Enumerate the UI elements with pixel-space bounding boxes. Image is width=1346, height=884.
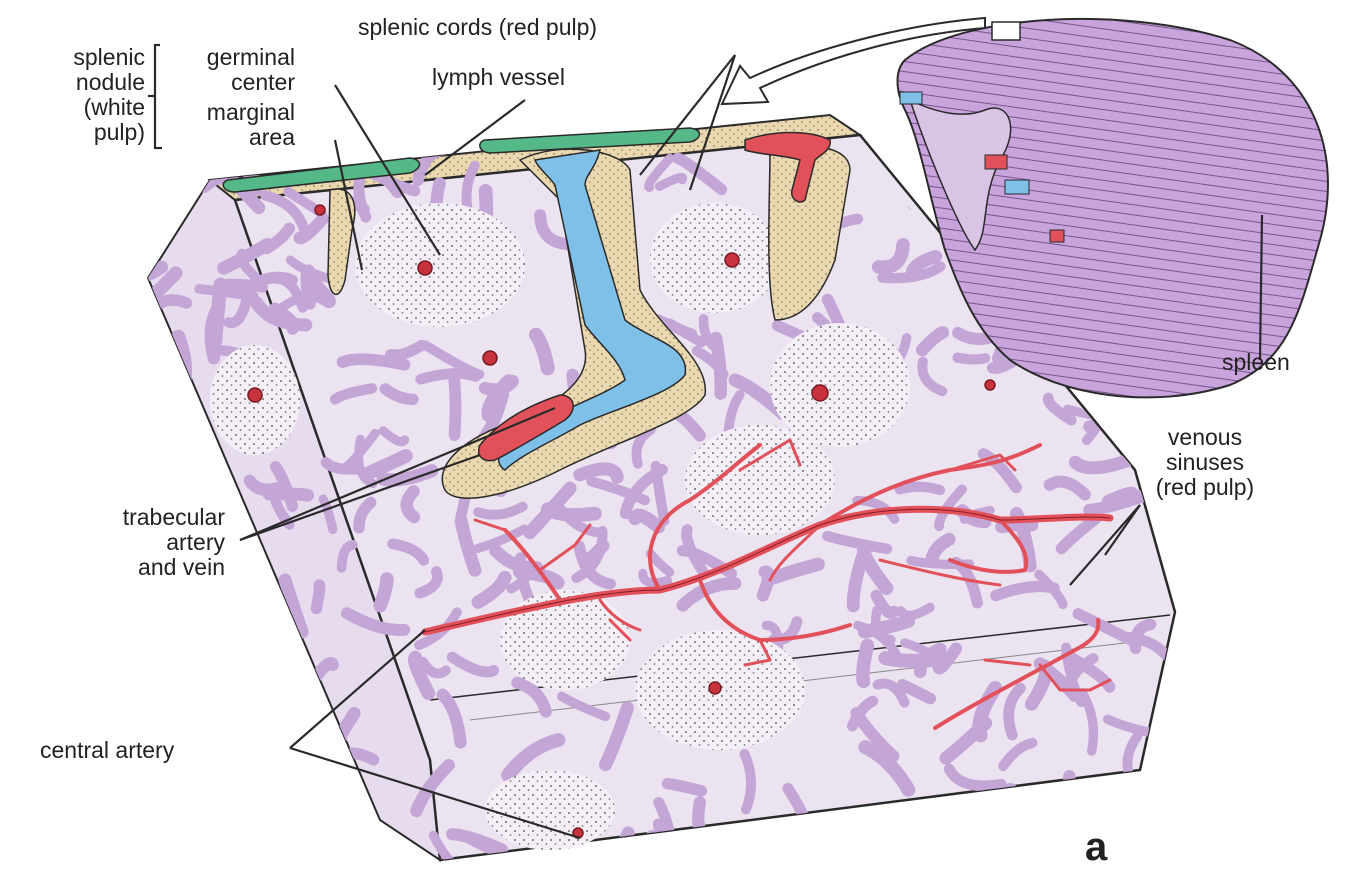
cord-segment <box>215 850 235 879</box>
cord-segment <box>786 864 801 879</box>
cord-segment <box>269 707 317 729</box>
cord-segment <box>916 168 924 206</box>
cord-segment <box>668 784 702 791</box>
cord-segment <box>234 808 284 816</box>
cord-segment <box>655 859 687 879</box>
cord-segment <box>323 151 339 168</box>
cord-segment <box>658 824 663 870</box>
cord-segment <box>380 579 387 606</box>
cord-segment <box>220 150 241 178</box>
cord-segment <box>554 869 563 879</box>
cord-segment <box>957 358 985 360</box>
cord-segment <box>1121 780 1150 788</box>
trabecular-artery-vein-label: trabecular artery and vein <box>0 505 225 580</box>
marginal-area-label: marginal area <box>160 100 295 150</box>
cord-segment <box>1075 460 1130 468</box>
cord-segment <box>191 846 244 858</box>
cord-segment <box>1098 783 1135 814</box>
cord-segment <box>183 584 238 592</box>
central-artery-label: central artery <box>40 738 174 763</box>
cord-segment <box>548 509 595 515</box>
cord-segment <box>951 841 961 879</box>
cord-segment <box>932 825 962 838</box>
cord-segment <box>1108 493 1132 501</box>
cord-segment <box>234 704 280 721</box>
cord-segment <box>906 809 956 816</box>
cord-segment <box>316 585 319 608</box>
cord-segment <box>454 381 455 435</box>
cord-segment <box>970 790 1010 826</box>
cord-segment <box>763 572 769 595</box>
cord-segment <box>863 645 868 681</box>
cord-segment <box>641 868 669 879</box>
cord-segment <box>882 859 915 879</box>
panel-letter: a <box>1085 825 1107 870</box>
cord-segment <box>186 447 208 491</box>
cord-segment <box>188 786 220 824</box>
cord-segment <box>650 837 664 879</box>
cord-segment <box>811 865 844 872</box>
cord-segment <box>340 753 373 759</box>
cord-segment <box>194 491 234 493</box>
cord-segment <box>900 487 940 490</box>
cord-segment <box>1128 793 1155 809</box>
splenic-nodule-label: splenic nodule (white pulp) <box>10 45 145 145</box>
lymph-vessel-label: lymph vessel <box>432 65 565 90</box>
cord-segment <box>580 469 617 477</box>
cord-segment <box>407 491 414 517</box>
spleen-label: spleen <box>1222 350 1290 375</box>
cord-segment <box>883 853 896 879</box>
splenic-cords-label: splenic cords (red pulp) <box>358 15 597 40</box>
cord-segment <box>1031 847 1039 875</box>
cord-segment <box>982 800 990 828</box>
venous-sinuses-label: venous sinuses (red pulp) <box>1130 425 1280 500</box>
cord-segment <box>210 826 266 849</box>
cord-segment <box>904 809 948 815</box>
cord-segment <box>822 833 854 845</box>
cord-segment <box>214 684 224 724</box>
cord-segment <box>145 706 176 729</box>
cord-segment <box>1015 805 1062 828</box>
cord-segment <box>323 743 335 786</box>
cord-segment <box>163 463 171 507</box>
cord-segment <box>216 845 218 876</box>
cord-segment <box>716 338 721 394</box>
cord-segment <box>233 605 278 616</box>
cord-segment <box>974 802 1027 815</box>
cord-segment <box>1067 776 1069 820</box>
cord-segment <box>188 588 207 608</box>
cord-segment <box>306 805 337 835</box>
cord-segment <box>210 817 239 829</box>
germinal-center-label: germinal center <box>160 45 295 95</box>
cord-segment <box>916 812 937 827</box>
